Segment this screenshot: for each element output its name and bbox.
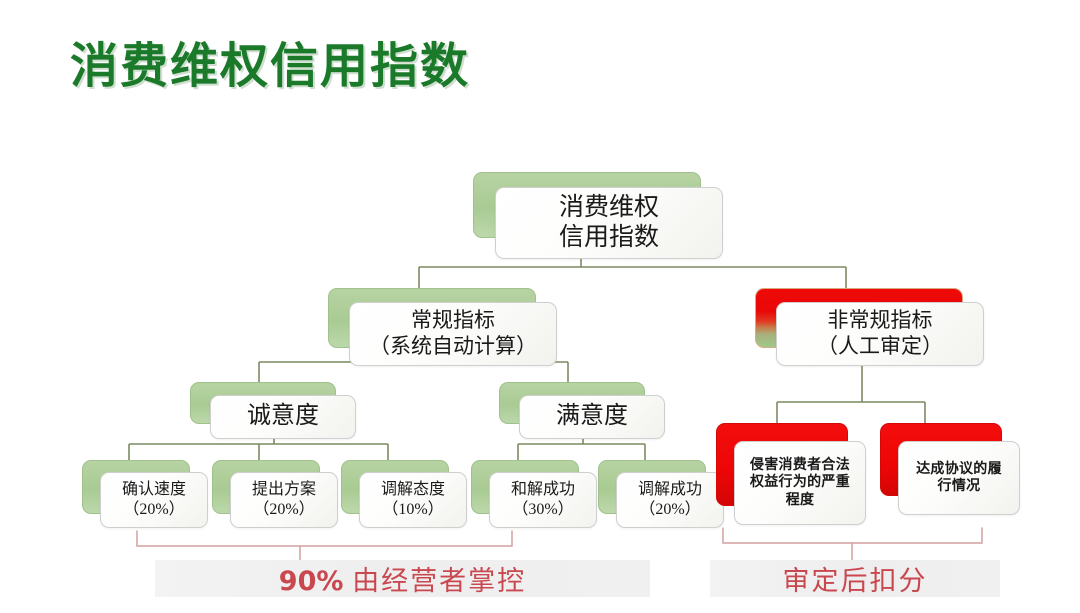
node-leaf-confirm-speed[interactable]: 确认速度 （20%）: [82, 460, 208, 532]
node-leaf-mediation-success-card: 调解成功 （20%）: [616, 472, 724, 528]
node-leaf-mediation-success-label: 调解成功 （20%）: [637, 481, 702, 518]
node-leaf-mediation-attitude-card: 调解态度 （10%）: [359, 472, 467, 528]
node-leaf-propose-plan-label: 提出方案 （20%）: [251, 481, 316, 518]
caption-right-text: 审定后扣分: [782, 566, 928, 596]
node-satisfaction-card: 满意度: [519, 395, 665, 439]
node-redleaf-severity[interactable]: 侵害消费者合法 权益行为的严重 程度: [716, 423, 866, 528]
node-regular-index-label: 常规指标 （系统自动计算）: [369, 308, 537, 358]
page-title: 消费维权信用指数: [70, 38, 471, 94]
node-leaf-settlement-success-label: 和解成功 （30%）: [510, 481, 575, 518]
node-sincerity-card: 诚意度: [210, 395, 356, 439]
caption-left-text: 90% 由经营者掌控: [279, 559, 526, 598]
node-root[interactable]: 消费维权 信用指数: [473, 172, 725, 262]
node-leaf-mediation-attitude-label: 调解态度 （10%）: [380, 481, 445, 518]
node-satisfaction[interactable]: 满意度: [499, 382, 665, 446]
node-leaf-confirm-speed-label: 确认速度 （20%）: [121, 481, 186, 518]
node-leaf-settlement-success[interactable]: 和解成功 （30%）: [471, 460, 597, 532]
node-root-card: 消费维权 信用指数: [495, 187, 723, 259]
node-redleaf-severity-card: 侵害消费者合法 权益行为的严重 程度: [734, 441, 866, 525]
node-irregular-index-card: 非常规指标 （人工审定）: [776, 302, 984, 366]
caption-bar-right: 审定后扣分: [710, 560, 1000, 597]
node-leaf-settlement-success-card: 和解成功 （30%）: [489, 472, 597, 528]
node-regular-index-card: 常规指标 （系统自动计算）: [349, 302, 557, 366]
node-irregular-index-label: 非常规指标 （人工审定）: [817, 308, 943, 358]
node-satisfaction-label: 满意度: [556, 403, 628, 430]
caption-left-percent: 90%: [278, 566, 344, 597]
caption-left-body: 由经营者掌控: [343, 566, 527, 596]
node-redleaf-agreement-performance[interactable]: 达成协议的履 行情况: [880, 423, 1020, 528]
node-redleaf-agreement-performance-card: 达成协议的履 行情况: [898, 441, 1020, 515]
node-sincerity-label: 诚意度: [247, 403, 319, 430]
node-sincerity[interactable]: 诚意度: [190, 382, 356, 446]
node-root-label: 消费维权 信用指数: [558, 193, 659, 252]
node-leaf-propose-plan-card: 提出方案 （20%）: [230, 472, 338, 528]
node-redleaf-agreement-performance-label: 达成协议的履 行情况: [916, 461, 1002, 494]
node-leaf-propose-plan[interactable]: 提出方案 （20%）: [212, 460, 338, 532]
node-leaf-confirm-speed-card: 确认速度 （20%）: [100, 472, 208, 528]
caption-bar-left: 90% 由经营者掌控: [155, 560, 650, 597]
node-irregular-index[interactable]: 非常规指标 （人工审定）: [755, 288, 985, 370]
node-redleaf-severity-label: 侵害消费者合法 权益行为的严重 程度: [749, 458, 851, 508]
node-leaf-mediation-success[interactable]: 调解成功 （20%）: [598, 460, 724, 532]
node-leaf-mediation-attitude[interactable]: 调解态度 （10%）: [341, 460, 467, 532]
node-regular-index[interactable]: 常规指标 （系统自动计算）: [328, 288, 558, 370]
